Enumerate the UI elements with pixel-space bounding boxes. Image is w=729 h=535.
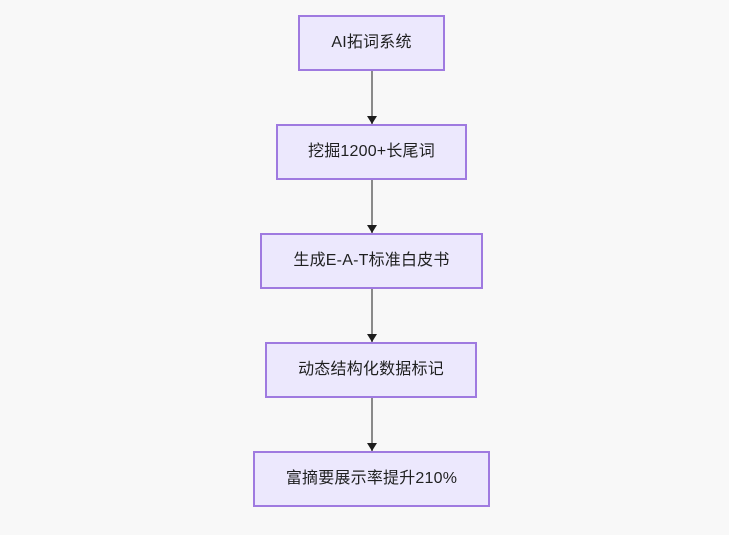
arrow-head-icon (367, 225, 377, 233)
node-label: 动态结构化数据标记 (298, 361, 444, 378)
flowchart-edge-n4-n5 (367, 398, 377, 451)
node-label: AI拓词系统 (331, 34, 412, 51)
arrow-head-icon (367, 443, 377, 451)
edge-line (371, 71, 373, 124)
flowchart-node-rich-snippet-impression-uplift[interactable]: 富摘要展示率提升210% (253, 451, 490, 507)
arrow-head-icon (367, 334, 377, 342)
node-label: 挖掘1200+长尾词 (308, 143, 435, 160)
edge-line (371, 289, 373, 342)
flowchart-node-dynamic-structured-data-markup[interactable]: 动态结构化数据标记 (265, 342, 477, 398)
edge-line (371, 180, 373, 233)
flowchart-edge-n1-n2 (367, 71, 377, 124)
flowchart-edge-n2-n3 (367, 180, 377, 233)
node-label: 富摘要展示率提升210% (285, 470, 458, 487)
edge-line (371, 398, 373, 451)
flowchart-node-ai-keyword-system[interactable]: AI拓词系统 (298, 15, 445, 71)
flowchart-node-mine-longtail-keywords[interactable]: 挖掘1200+长尾词 (276, 124, 467, 180)
flowchart-edge-n3-n4 (367, 289, 377, 342)
arrow-head-icon (367, 116, 377, 124)
flowchart-node-generate-eat-whitepaper[interactable]: 生成E-A-T标准白皮书 (260, 233, 483, 289)
node-label: 生成E-A-T标准白皮书 (293, 252, 450, 269)
